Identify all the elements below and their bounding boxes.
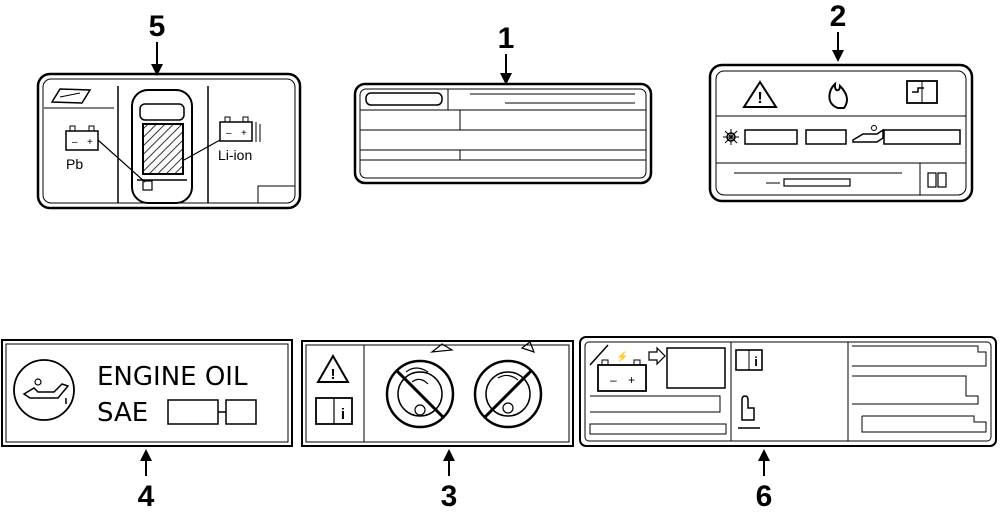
car-top-view-icon	[131, 89, 193, 204]
svg-text:–: –	[226, 128, 232, 139]
label-5: 5 – + Pb	[36, 10, 302, 210]
callout-2: 2	[830, 0, 847, 33]
label-1-outline	[353, 82, 653, 185]
oil-can-icon	[852, 125, 884, 143]
warning-triangle-icon: !	[316, 353, 350, 383]
svg-text:i: i	[754, 354, 758, 369]
hand-icon	[738, 395, 760, 429]
label-1: 1	[353, 22, 653, 185]
no-steering-wheel-icon	[473, 341, 543, 429]
svg-text:+: +	[628, 373, 635, 387]
label-4: ENGINE OIL SAE 4	[1, 339, 293, 512]
label-6-outline	[579, 336, 997, 447]
callout-6: 6	[756, 480, 773, 512]
label-5-outline	[36, 72, 302, 210]
svg-text:!: !	[757, 90, 762, 107]
callout-5: 5	[149, 10, 166, 43]
sun-icon	[723, 129, 739, 145]
battery-pb-icon: – +	[65, 125, 99, 151]
svg-text:+: +	[241, 128, 247, 139]
label-3: ! i 3	[301, 340, 574, 512]
label-2: 2 !	[708, 0, 974, 203]
warning-triangle-icon: !	[742, 80, 778, 108]
manual-icon: i	[735, 349, 763, 371]
callout-2-arrowhead	[832, 50, 844, 62]
hood-icon	[50, 88, 92, 104]
engine-oil-text: ENGINE OIL	[97, 362, 248, 392]
battery-liion-label: Li-ion	[218, 147, 252, 163]
oil-can-icon	[13, 359, 75, 421]
callout-5-arrowhead	[151, 64, 163, 76]
callout-1-arrowhead	[500, 73, 512, 85]
callout-3: 3	[441, 480, 458, 512]
arrow-right-icon	[648, 346, 666, 366]
svg-text:!: !	[331, 366, 336, 383]
svg-text:i: i	[341, 406, 345, 423]
no-steering-wheel-icon	[385, 343, 455, 429]
flame-icon	[828, 81, 848, 109]
manual-icon: i	[315, 397, 353, 425]
manual-icon	[906, 80, 938, 104]
battery-icon: – + ⚡	[589, 344, 647, 392]
label-3-outline	[301, 340, 574, 447]
svg-text:+: +	[87, 137, 93, 148]
callout-4: 4	[138, 480, 155, 512]
battery-pb-label: Pb	[66, 156, 83, 172]
svg-text:–: –	[72, 137, 78, 148]
battery-liion-icon: – +	[219, 116, 261, 142]
svg-text:–: –	[610, 373, 617, 387]
label-6: – + ⚡ i 6	[579, 336, 997, 512]
callout-1: 1	[498, 22, 515, 55]
label-2-outline	[708, 63, 974, 203]
svg-text:⚡: ⚡	[616, 350, 628, 363]
sae-text: SAE	[97, 398, 148, 428]
label-4-outline	[1, 339, 293, 447]
